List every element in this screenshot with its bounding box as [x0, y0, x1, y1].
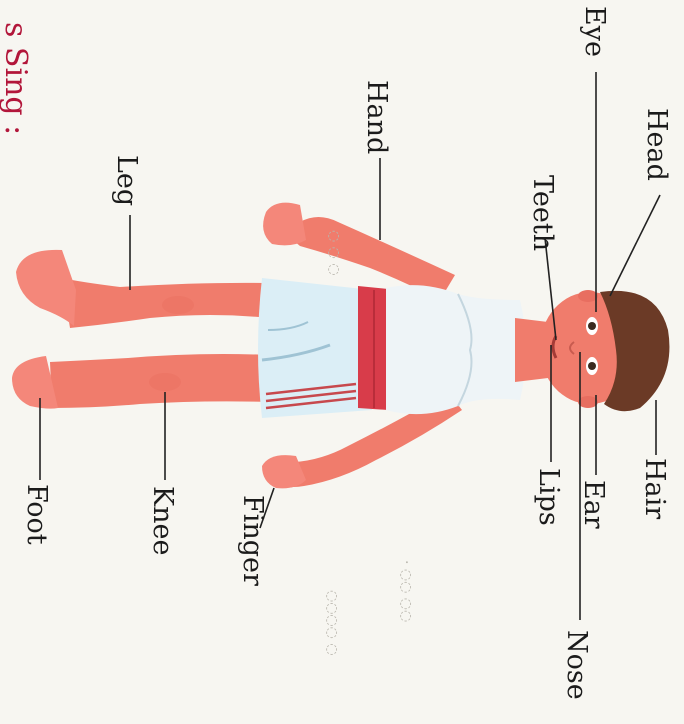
faint-background-text: · ◌◌ ◌◌ [398, 560, 414, 622]
label-eye: Eye [579, 6, 610, 57]
label-ear: Ear [578, 480, 609, 529]
label-knee: Knee [147, 486, 178, 556]
section-heading: s Sing : [0, 22, 33, 135]
faint-background-text: ◌ ◌ ◌ [326, 230, 342, 276]
label-leg: Leg [111, 155, 142, 206]
faint-background-text: ◌◌◌◌ ◌ [324, 590, 340, 656]
label-lips: Lips [533, 468, 564, 526]
label-hair: Hair [639, 458, 670, 519]
label-nose: Nose [561, 630, 592, 700]
label-head: Head [641, 108, 672, 181]
label-teeth: Teeth [527, 175, 558, 251]
label-hand: Hand [361, 80, 392, 154]
label-foot: Foot [21, 484, 52, 545]
leader-line-head [610, 195, 660, 296]
label-finger: Finger [237, 495, 268, 586]
